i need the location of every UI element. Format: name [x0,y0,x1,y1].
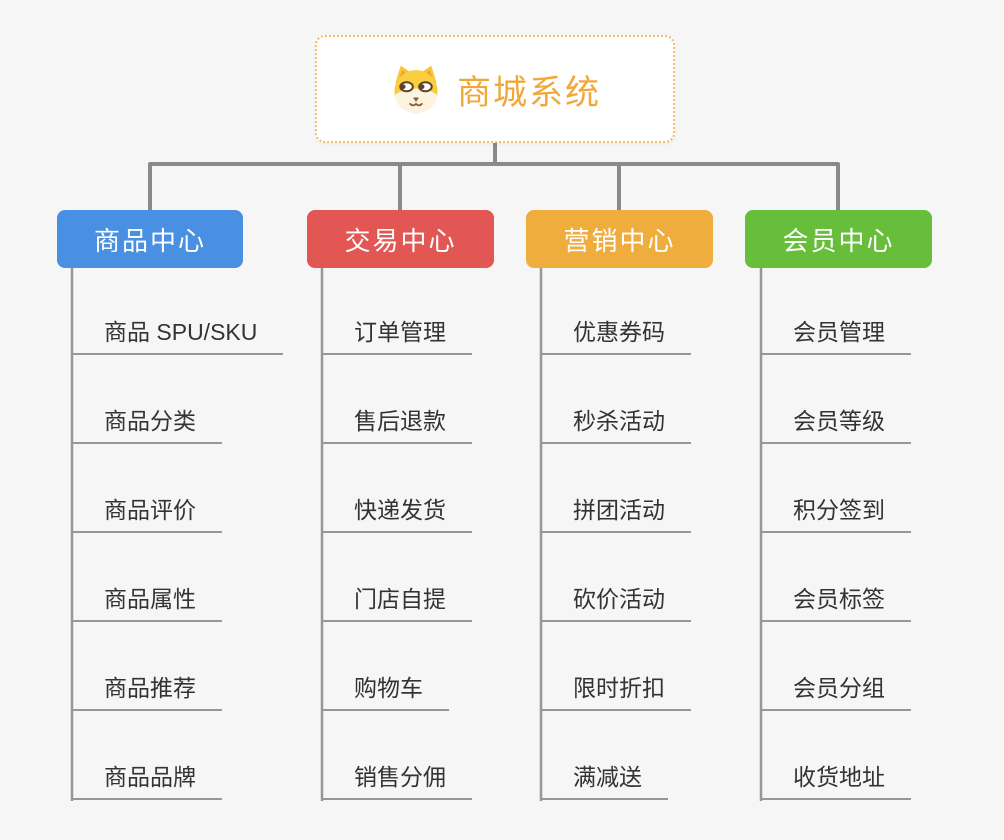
child-node[interactable]: 收货地址 [760,763,911,800]
child-node[interactable]: 砍价活动 [540,585,691,622]
branch-node-label: 会员中心 [782,225,895,256]
child-node[interactable]: 商品品牌 [71,763,222,800]
child-node[interactable]: 会员管理 [760,318,911,355]
child-node[interactable]: 会员标签 [760,585,911,622]
child-node[interactable]: 商品属性 [71,585,222,622]
child-node[interactable]: 满减送 [540,763,668,800]
child-node[interactable]: 门店自提 [321,585,472,622]
child-node[interactable]: 商品分类 [71,407,222,444]
child-node[interactable]: 售后退款 [321,407,472,444]
dog-face-icon [394,65,438,114]
child-node[interactable]: 会员等级 [760,407,911,444]
child-node[interactable]: 快递发货 [321,496,472,533]
child-node[interactable]: 销售分佣 [321,763,472,800]
child-node[interactable]: 订单管理 [321,318,472,355]
child-node[interactable]: 购物车 [321,674,449,711]
branch-node-label: 商品中心 [93,225,206,256]
branch-node-member-center[interactable]: 会员中心 [745,210,932,268]
branch-node-marketing-center[interactable]: 营销中心 [526,210,713,268]
child-node[interactable]: 会员分组 [760,674,911,711]
branch-node-label: 交易中心 [344,225,457,256]
child-node[interactable]: 秒杀活动 [540,407,691,444]
child-node[interactable]: 拼团活动 [540,496,691,533]
child-node[interactable]: 优惠券码 [540,318,691,355]
child-node[interactable]: 商品 SPU/SKU [71,318,284,355]
branch-node-trade-center[interactable]: 交易中心 [307,210,494,268]
child-node[interactable]: 限时折扣 [540,674,691,711]
branch-node-product-center[interactable]: 商品中心 [57,210,243,268]
branch-node-label: 营销中心 [563,225,676,256]
child-node[interactable]: 商品推荐 [71,674,222,711]
root-node-title: 商城系统 [457,73,601,112]
root-node[interactable]: 商城系统 [315,35,675,143]
child-node[interactable]: 商品评价 [71,496,222,533]
child-node[interactable]: 积分签到 [760,496,911,533]
